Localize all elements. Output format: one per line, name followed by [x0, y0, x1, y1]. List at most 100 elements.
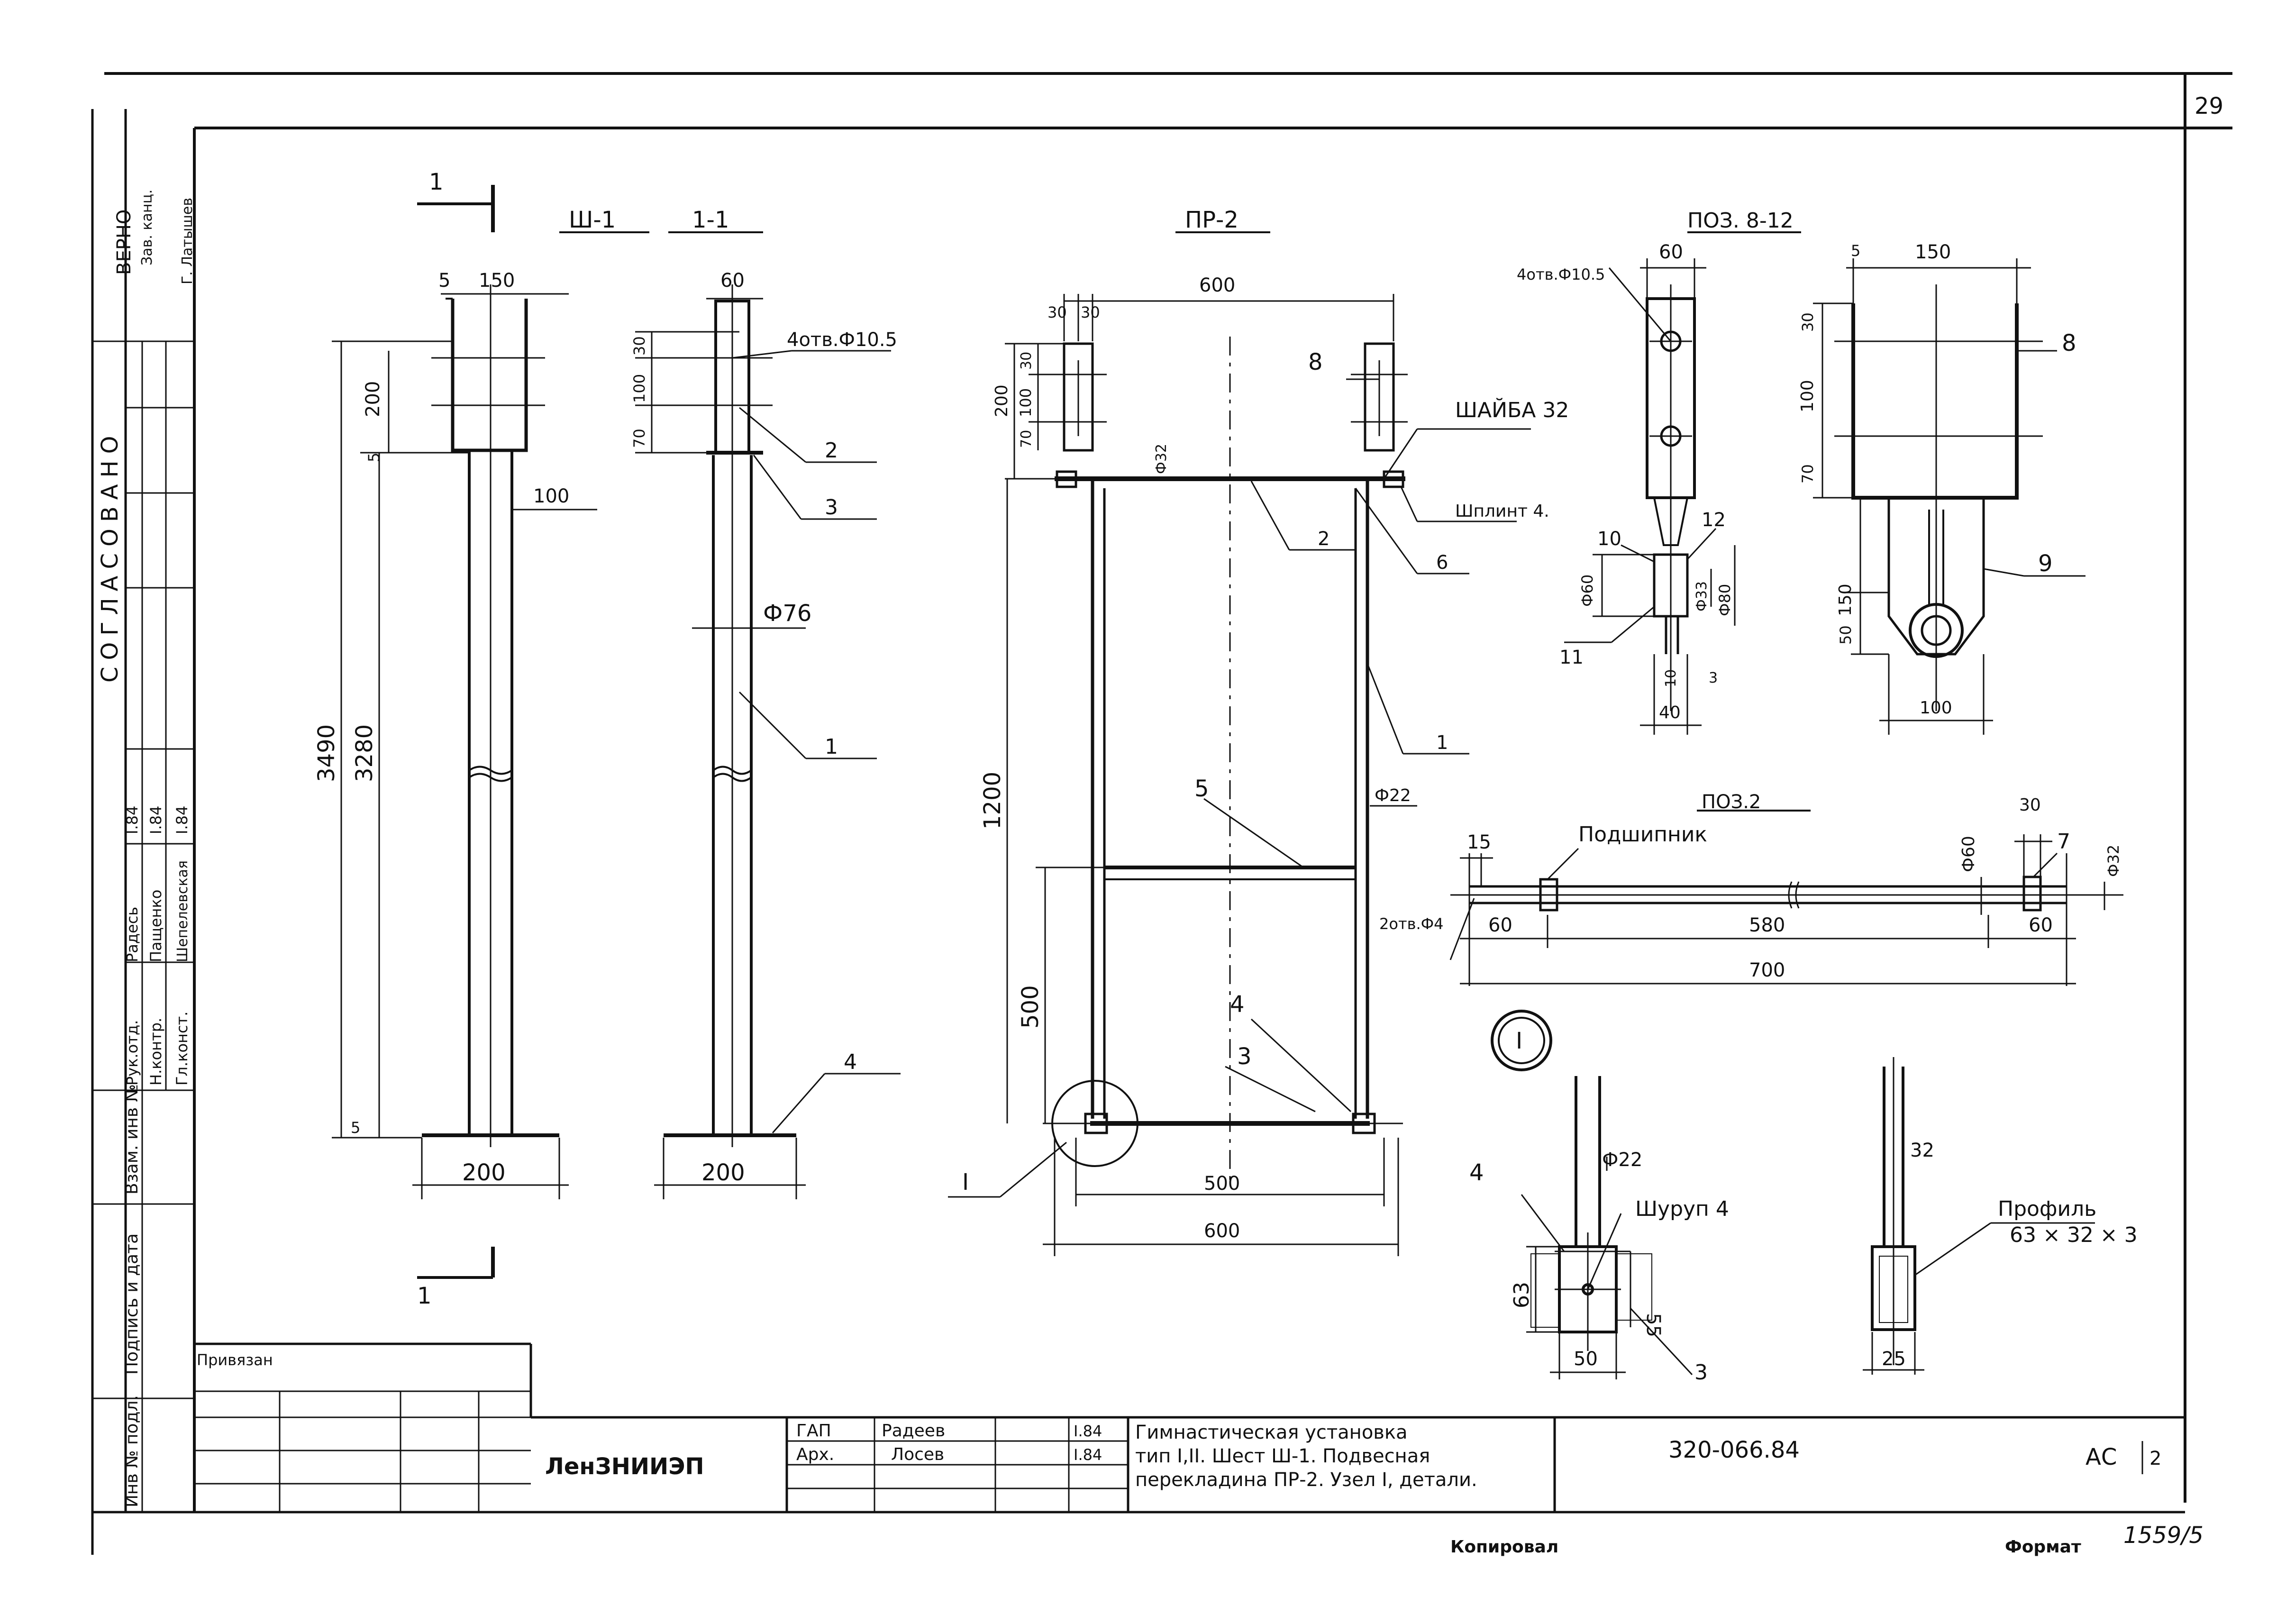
left-col-sign: Подпись и дата: [122, 1233, 142, 1375]
sig-role-1: Рук.отд.: [123, 1020, 141, 1086]
node1-marker-4: 4: [1469, 1159, 1484, 1186]
view-section-1-1: [635, 231, 901, 1199]
sh1-dim-5a: 5: [438, 270, 450, 292]
sig-name-3: Шепелевская: [174, 860, 191, 962]
node1-title: I: [1516, 1028, 1522, 1054]
poz8-holes: 4отв.Ф10.5: [1517, 265, 1605, 283]
poz8-marker-12: 12: [1702, 509, 1726, 531]
tb-title-3: перекладина ПР-2. Узел I, детали.: [1135, 1469, 1477, 1491]
sh1-dim-5b: 5: [365, 453, 383, 462]
poz8-marker-11: 11: [1559, 647, 1584, 668]
sec11-dim-100: 100: [630, 374, 648, 403]
sec11-dim-200: 200: [701, 1159, 745, 1186]
view-node-1: [1491, 1010, 1693, 1379]
verification-office: Зав. канц.: [139, 190, 155, 265]
copied-label: Копировал: [1450, 1537, 1558, 1557]
node1-dim-50: 50: [1574, 1348, 1598, 1370]
pr2-node-label: I: [962, 1169, 969, 1195]
pr2-dim-600: 600: [1199, 274, 1235, 296]
sh1-dim-200: 200: [362, 381, 384, 417]
sh1-dim-3490: 3490: [313, 724, 340, 782]
doc-stage: АС: [2086, 1444, 2117, 1470]
format-value: 1559/5: [2123, 1522, 2204, 1549]
profile-size: 63 × 32 × 3: [2010, 1223, 2138, 1247]
profile-dim-32: 32: [1910, 1140, 1934, 1161]
node1-phi22: Ф22: [1602, 1149, 1642, 1171]
poz8-dim-70: 70: [1799, 464, 1817, 484]
poz8-dim-60: 60: [1659, 241, 1683, 263]
pr2-phi32: Ф32: [1153, 444, 1170, 474]
sec11-dim-70: 70: [630, 429, 648, 448]
sec11-holes: 4отв.Ф10.5: [787, 329, 897, 351]
node1-marker-3: 3: [1694, 1360, 1708, 1385]
pr2-marker-3: 3: [1237, 1043, 1252, 1070]
pr2-dim-30b: 30: [1081, 303, 1100, 321]
cut-label-top: 1: [429, 169, 444, 195]
tb-name-1: Радеев: [882, 1421, 945, 1441]
privyazan-label: Привязан: [197, 1351, 273, 1369]
poz2-phi32: Ф32: [2104, 845, 2122, 877]
pr2-dim-70: 70: [1018, 430, 1035, 448]
cut-label-bottom: 1: [417, 1283, 432, 1309]
poz8-dim-100-bottom: 100: [1920, 698, 1952, 718]
left-col-inv: Инв № подл.: [122, 1395, 142, 1507]
pr2-dim-100: 100: [1017, 388, 1035, 417]
poz8-phi80: Ф80: [1716, 584, 1734, 616]
sig-date-1: I.84: [123, 806, 141, 834]
tb-role-1: ГАП: [796, 1421, 831, 1441]
pr2-washer-note: ШАЙБА 32: [1455, 397, 1569, 422]
sheet-number: 2: [2149, 1448, 2161, 1469]
sheet-frame: [91, 72, 2232, 1555]
sec11-title: 1-1: [692, 207, 729, 233]
pr2-dim-600-bottom: 600: [1204, 1220, 1240, 1242]
approval-label: СОГЛАСОВАНО: [97, 429, 123, 683]
sh1-dim-3280: 3280: [351, 724, 378, 782]
poz8-dim-50: 50: [1837, 625, 1855, 645]
poz8-marker-8: 8: [2062, 330, 2076, 356]
pr2-title: ПР-2: [1185, 207, 1239, 233]
pr2-pin-note: Шплинт 4.: [1455, 502, 1549, 521]
tb-date-1: I.84: [1074, 1422, 1102, 1440]
poz2-marker-7: 7: [2057, 830, 2070, 854]
pr2-dim-30c: 30: [1018, 352, 1035, 370]
node1-dim-63: 63: [1510, 1282, 1534, 1308]
sh1-dim-100: 100: [533, 485, 569, 507]
view-pr2: [948, 231, 1531, 1256]
profile-dim-25: 25: [1882, 1348, 1906, 1370]
sec11-dim-30: 30: [630, 336, 648, 356]
pr2-dim-500: 500: [1017, 985, 1044, 1029]
sec11-marker-4: 4: [844, 1050, 857, 1074]
doc-code: 320-066.84: [1668, 1437, 1800, 1463]
poz2-phi60: Ф60: [1959, 836, 1978, 872]
poz2-title: ПОЗ.2: [1702, 791, 1761, 813]
poz8-dim-10: 10: [1663, 669, 1679, 687]
poz8-dim-3: 3: [1709, 670, 1718, 686]
sig-role-3: Гл.конст.: [173, 1012, 191, 1086]
verification-name: Г. Латышев: [179, 198, 196, 284]
tb-title-1: Гимнастическая установка: [1135, 1422, 1408, 1443]
sig-date-3: I.84: [173, 806, 191, 834]
profile-label: Профиль: [1998, 1197, 2096, 1221]
sh1-title: Ш-1: [569, 207, 616, 233]
sec11-marker-3: 3: [825, 495, 838, 520]
poz8-marker-9: 9: [2038, 550, 2053, 577]
sec11-marker-2: 2: [825, 438, 838, 463]
page-number: 29: [2195, 93, 2223, 119]
view-profile: [1863, 1057, 2095, 1375]
tb-name-2: Лосев: [891, 1445, 944, 1464]
sig-date-2: I.84: [147, 806, 165, 834]
left-strip: [92, 109, 194, 1512]
pr2-marker-4: 4: [1230, 991, 1245, 1018]
sec11-dim-60: 60: [720, 270, 745, 292]
poz8-dim-150: 150: [1915, 241, 1951, 263]
poz8-marker-10: 10: [1597, 528, 1621, 550]
poz2-dim-580: 580: [1749, 914, 1785, 936]
sig-name-2: Пащенко: [147, 890, 165, 962]
view-poz8-12: [1564, 231, 2086, 735]
org-name: ЛенЗНИИЭП: [545, 1453, 704, 1480]
pr2-marker-1: 1: [1436, 732, 1448, 754]
poz8-title: ПОЗ. 8-12: [1687, 209, 1794, 233]
tb-date-2: I.84: [1074, 1446, 1102, 1464]
pr2-marker-2: 2: [1318, 528, 1330, 550]
